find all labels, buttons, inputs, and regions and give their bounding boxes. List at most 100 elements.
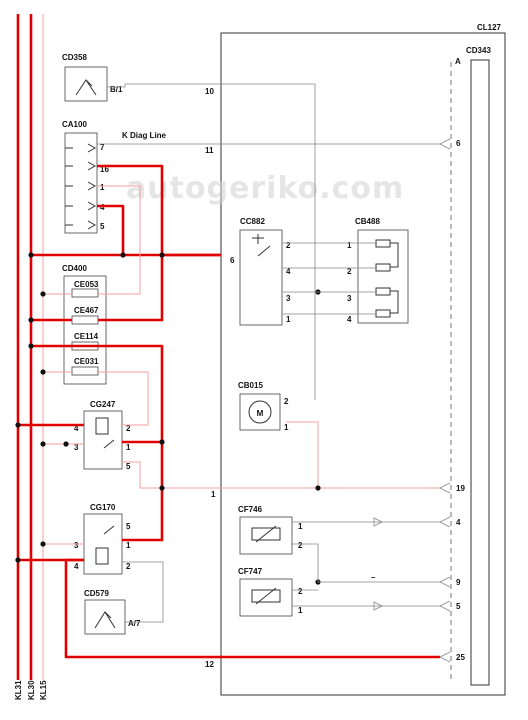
cg170-pin-4: 4	[74, 562, 79, 571]
cf746-box	[239, 516, 293, 555]
cg247-label: CG247	[90, 400, 116, 409]
cd400-label: CD400	[62, 264, 87, 273]
ca100-pin-4: 4	[100, 203, 105, 212]
diode-pin-5	[373, 601, 383, 611]
cg247-pin-4: 4	[74, 424, 79, 433]
cd343-label: CD343	[466, 46, 491, 55]
cg170-coil	[95, 547, 109, 565]
cf746-pin-1: 1	[298, 522, 303, 531]
cb015-pin-1: 1	[284, 423, 289, 432]
ce467-fuse	[71, 315, 99, 325]
cf747-arrow	[255, 587, 277, 605]
cg170-pin-3: 3	[74, 541, 79, 550]
arrow-pin-9	[439, 576, 451, 588]
cc882-box	[239, 229, 283, 326]
cg247-coil	[95, 417, 109, 435]
wire-cd358-10	[107, 83, 221, 88]
cc882-cb488-wires	[282, 84, 376, 400]
ce031-label: CE031	[74, 357, 99, 366]
cg170-label: CG170	[90, 503, 116, 512]
ca100-pin-16: 16	[100, 165, 109, 174]
cd579-sensor-icon	[94, 611, 116, 629]
watermark: autogeriko.com	[126, 171, 404, 206]
ca100-chevrons	[87, 143, 97, 230]
cb488-resistors	[375, 239, 399, 318]
wire-pin-9	[292, 543, 440, 583]
cc882-pin-2: 2	[286, 241, 291, 250]
pin-6: 6	[230, 256, 235, 265]
cd358-label: CD358	[62, 53, 87, 62]
cc882-label: CC882	[240, 217, 265, 226]
cd343-connector	[470, 59, 490, 686]
pink-signal-wires	[43, 185, 440, 545]
cb015-box	[239, 393, 281, 431]
cd343-pin-25: 25	[456, 653, 465, 662]
motor-icon	[248, 400, 272, 424]
kl31-label: KL31	[14, 680, 23, 700]
ca100-pin-1: 1	[100, 183, 105, 192]
cf747-pin-2: 2	[298, 587, 303, 596]
cd579-box	[84, 599, 126, 635]
cd358-box	[64, 66, 108, 102]
arrow-pin-25	[439, 651, 451, 663]
cb015-label: CB015	[238, 381, 263, 390]
cb488-label: CB488	[355, 217, 380, 226]
pin-12: 12	[205, 660, 214, 669]
pin-10: 10	[205, 87, 214, 96]
cg170-box	[83, 513, 123, 575]
arrow-pin-4	[439, 516, 451, 528]
ce031-fuse	[71, 366, 99, 376]
cf747-box	[239, 578, 293, 617]
cg170-pin-1: 1	[126, 541, 131, 550]
cf746-sensor-icon	[251, 527, 281, 541]
cg247-pin-5: 5	[126, 462, 131, 471]
cd358-sensor-icon	[75, 79, 97, 96]
ca100-pin-ticks	[65, 147, 73, 226]
cc882-switch-icon	[252, 234, 271, 257]
k-diag-line-label: K Diag Line	[122, 131, 167, 140]
cg170-pin-5: 5	[126, 522, 131, 531]
cb488-pin-1: 1	[347, 241, 352, 250]
ecu-frame	[220, 32, 506, 696]
cg170-contact	[103, 525, 115, 535]
pin-1: 1	[211, 490, 216, 499]
cc882-pin-3: 3	[286, 294, 291, 303]
cd579-a7: A/7	[128, 619, 141, 628]
minus-sign: –	[371, 573, 376, 582]
cg247-pin-2: 2	[126, 424, 131, 433]
diode-pin-4	[373, 517, 383, 527]
ce467-label: CE467	[74, 306, 99, 315]
kl15-label: KL15	[39, 680, 48, 700]
ca100-box	[64, 132, 98, 234]
cg170-pin-2: 2	[126, 562, 131, 571]
cd343-pin-a: A	[455, 57, 461, 66]
cf747-pin-1: 1	[298, 606, 303, 615]
arrow-pin-19	[439, 482, 451, 494]
cf747-sensor-icon	[251, 589, 281, 603]
cd343-pin-5: 5	[456, 602, 461, 611]
ce114-label: CE114	[74, 332, 99, 341]
cf746-arrow	[255, 525, 277, 543]
cf746-label: CF746	[238, 505, 263, 514]
cd358-b1: B/1	[110, 85, 123, 94]
cb488-pin-2: 2	[347, 267, 352, 276]
kl30-label: KL30	[27, 680, 36, 700]
ca100-pin-7: 7	[100, 143, 105, 152]
cb488-box	[357, 229, 409, 324]
cc882-pin-4: 4	[286, 267, 291, 276]
junction-dots	[15, 252, 321, 585]
wire-cd579-cg170	[122, 561, 164, 623]
ce053-fuse	[71, 288, 99, 298]
arrow-pin-5	[439, 600, 451, 612]
cd343-pin-6: 6	[456, 139, 461, 148]
arrow-pin-6	[439, 138, 451, 150]
ca100-label: CA100	[62, 120, 87, 129]
motor-letter: M	[257, 409, 264, 418]
ca100-pin-5: 5	[100, 222, 105, 231]
cb015-pin-2: 2	[284, 397, 289, 406]
cb488-pin-3: 3	[347, 294, 352, 303]
cd343-pin-19: 19	[456, 484, 465, 493]
cf746-pin-2: 2	[298, 541, 303, 550]
